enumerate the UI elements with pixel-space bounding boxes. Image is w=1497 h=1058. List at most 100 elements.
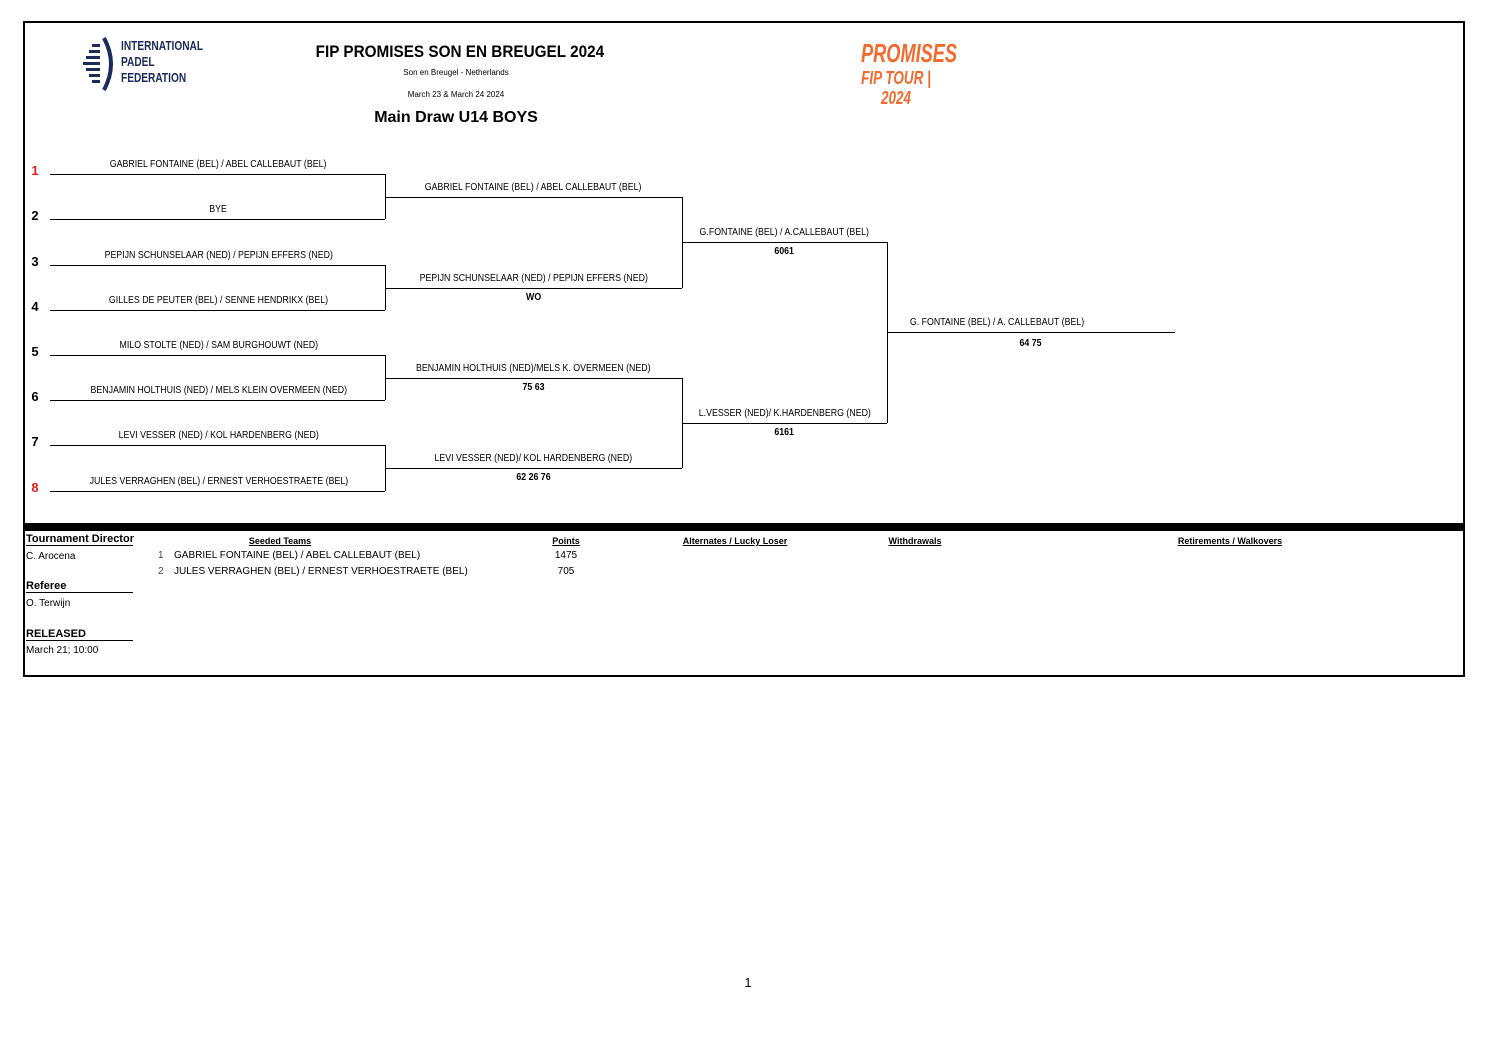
r2-team: LEVI VESSER (NED)/ KOL HARDENBERG (NED) [385,453,682,465]
seed-number: 2 [158,566,164,577]
final-score: 64 75 [887,338,1175,350]
r1-team-text: LEVI VESSER (NED) / KOL HARDENBERG (NED) [118,430,319,441]
promises-logo-text: FIP TOUR | 2024 [861,68,931,108]
director-label: Tournament Director [26,533,134,546]
r2-team: BENJAMIN HOLTHUIS (NED)/MELS K. OVERMEEN… [385,363,682,375]
r2-score: 62 26 76 [385,472,682,484]
bracket-line [682,242,887,243]
fip-emblem-icon [83,37,113,91]
sheet-border [23,21,1465,677]
r3-score: 6061 [682,246,887,258]
released-time: March 21; 10:00 [26,645,99,656]
r2-score [385,201,682,213]
r3-team-text: G.FONTAINE (BEL) / A.CALLEBAUT (BEL) [699,227,870,238]
r2-team-text: PEPIJN SCHUNSELAAR (NED) / PEPIJN EFFERS… [419,273,648,284]
r2-team: GABRIEL FONTAINE (BEL) / ABEL CALLEBAUT … [385,182,682,194]
seeded-team-points: 1475 [554,550,578,561]
r3-score: 6161 [682,427,887,439]
bracket-connector [385,174,386,219]
director-name: C. Arocena [26,551,76,562]
winner-team-text: G. FONTAINE (BEL) / A. CALLEBAUT (BEL) [909,317,1085,328]
bracket-line [50,491,385,492]
r1-team: LEVI VESSER (NED) / KOL HARDENBERG (NED) [52,430,385,442]
r1-team: BENJAMIN HOLTHUIS (NED) / MELS KLEIN OVE… [52,385,385,397]
referee-name: O. Terwijn [26,598,71,609]
bracket-line [50,445,385,446]
fip-logo-text: INTERNATIONAL [121,38,204,53]
r1-team-text: MILO STOLTE (NED) / SAM BURGHOUWT (NED) [119,340,318,351]
bracket-line [50,265,385,266]
fip-logo-text: PADEL [121,54,155,69]
seeded-team-points: 705 [557,566,575,577]
final-score-text: 64 75 [1019,338,1043,349]
bracket-line [385,378,682,379]
r1-team: PEPIJN SCHUNSELAAR (NED) / PEPIJN EFFERS… [52,250,385,262]
r2-score: WO [385,292,682,304]
r3-score-text: 6161 [774,427,795,438]
r2-team: PEPIJN SCHUNSELAAR (NED) / PEPIJN EFFERS… [385,273,682,285]
draw-position: 4 [31,299,39,314]
bracket-line [682,423,887,424]
bracket-line [50,219,385,220]
r1-team: GILLES DE PEUTER (BEL) / SENNE HENDRIKX … [52,295,385,307]
seeded-team-name: JULES VERRAGHEN (BEL) / ERNEST VERHOESTR… [174,566,468,577]
r3-team: G.FONTAINE (BEL) / A.CALLEBAUT (BEL) [682,227,887,239]
bracket-line [50,400,385,401]
r1-team-text: JULES VERRAGHEN (BEL) / ERNEST VERHOESTR… [89,476,348,487]
r2-team-text: GABRIEL FONTAINE (BEL) / ABEL CALLEBAUT … [425,182,642,193]
r2-score-text: WO [525,292,542,303]
r1-team-text: PEPIJN SCHUNSELAAR (NED) / PEPIJN EFFERS… [104,250,333,261]
draw-position: 1 [31,163,39,178]
r1-team: MILO STOLTE (NED) / SAM BURGHOUWT (NED) [52,340,385,352]
tournament-location: Son en Breugel - Netherlands [403,68,509,77]
r1-team: GABRIEL FONTAINE (BEL) / ABEL CALLEBAUT … [52,159,385,171]
draw-position: 5 [31,344,39,359]
bracket-connector [385,265,386,310]
referee-label: Referee [26,580,133,593]
r3-score-text: 6061 [774,246,795,257]
r2-score-text: 62 26 76 [516,472,551,483]
points-header: Points [552,536,580,546]
page-number: 1 [744,975,752,990]
bracket-line [50,355,385,356]
r1-team-text: BENJAMIN HOLTHUIS (NED) / MELS KLEIN OVE… [90,385,347,396]
fip-logo-text: FEDERATION [121,70,187,85]
bracket-line [385,288,682,289]
r1-team-text: BYE [209,204,228,215]
bracket-line [887,332,1175,333]
bracket-line [385,197,682,198]
bracket-connector [385,355,386,400]
r2-score: 75 63 [385,382,682,394]
seed-number: 1 [158,550,164,561]
draw-position: 7 [31,434,39,449]
section-divider [23,523,1465,531]
r3-team: L.VESSER (NED)/ K.HARDENBERG (NED) [682,408,887,420]
winner-team: G. FONTAINE (BEL) / A. CALLEBAUT (BEL) [887,317,1107,329]
promises-logo-text: PROMISES [861,38,958,68]
draw-position: 8 [31,480,39,495]
r2-team-text: LEVI VESSER (NED)/ KOL HARDENBERG (NED) [434,453,633,464]
r1-team: JULES VERRAGHEN (BEL) / ERNEST VERHOESTR… [52,476,385,488]
withdrawals-header: Withdrawals [888,536,942,546]
promises-logo: PROMISES FIP TOUR | 2024 [846,38,958,108]
alternates-header: Alternates / Lucky Loser [682,536,788,546]
retirements-header: Retirements / Walkovers [1177,536,1283,546]
r1-team-text: GABRIEL FONTAINE (BEL) / ABEL CALLEBAUT … [110,159,327,170]
tournament-title: FIP PROMISES SON EN BREUGEL 2024 [315,42,605,61]
bracket-line [50,310,385,311]
r1-team-text: GILLES DE PEUTER (BEL) / SENNE HENDRIKX … [108,295,329,306]
fip-logo: INTERNATIONAL PADEL FEDERATION [82,36,204,92]
bracket-line [50,174,385,175]
r1-team: BYE [52,204,385,216]
r2-team-text: BENJAMIN HOLTHUIS (NED)/MELS K. OVERMEEN… [416,363,651,374]
draw-position: 6 [31,389,39,404]
seeded-team-name: GABRIEL FONTAINE (BEL) / ABEL CALLEBAUT … [174,550,421,561]
r2-score-text: 75 63 [522,382,545,393]
draw-position: 2 [31,208,39,223]
tournament-dates: March 23 & March 24 2024 [407,90,505,99]
seeded-teams-header: Seeded Teams [248,536,312,546]
r3-team-text: L.VESSER (NED)/ K.HARDENBERG (NED) [698,408,871,419]
bracket-line [385,468,682,469]
draw-title: Main Draw U14 BOYS [374,109,538,126]
